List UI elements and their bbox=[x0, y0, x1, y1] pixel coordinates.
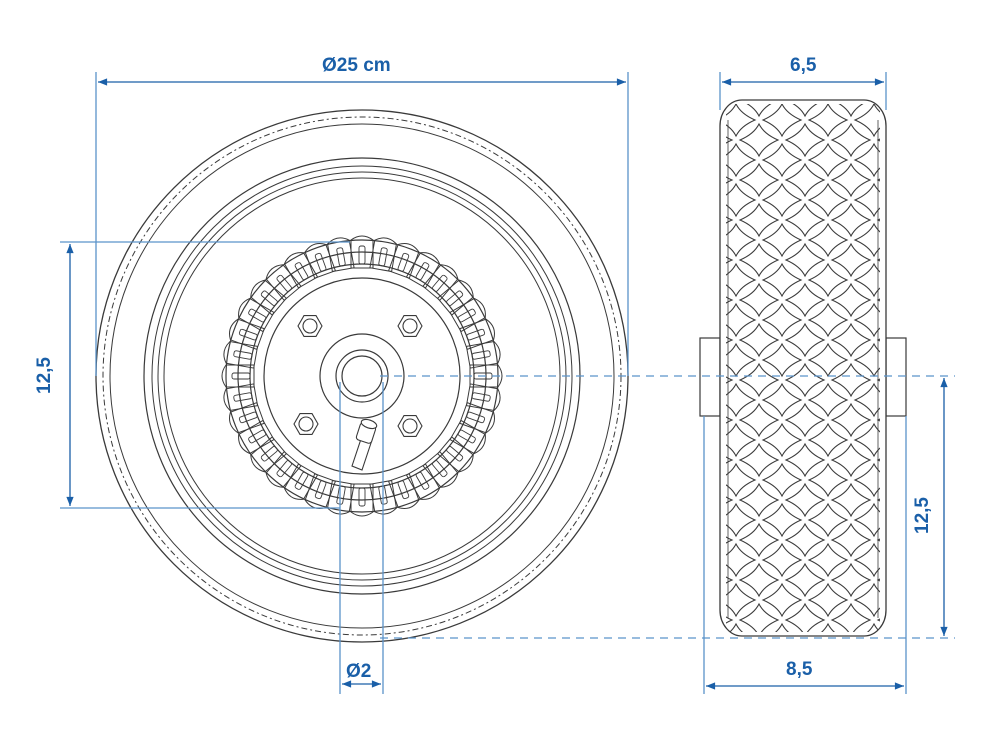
total-width-label: 8,5 bbox=[786, 659, 813, 680]
bolt-nuts bbox=[293, 315, 423, 437]
axle-bore-label: Ø2 bbox=[346, 661, 372, 682]
hub-radius-label: 12,5 bbox=[33, 357, 55, 394]
dimension-lines bbox=[60, 72, 955, 694]
valve-stem-icon bbox=[351, 418, 378, 471]
tread-width-label: 6,5 bbox=[790, 55, 817, 76]
overall-diameter-label: Ø25 cm bbox=[322, 55, 391, 76]
axle-height-label: 12,5 bbox=[911, 497, 933, 534]
side-view bbox=[699, 99, 907, 637]
